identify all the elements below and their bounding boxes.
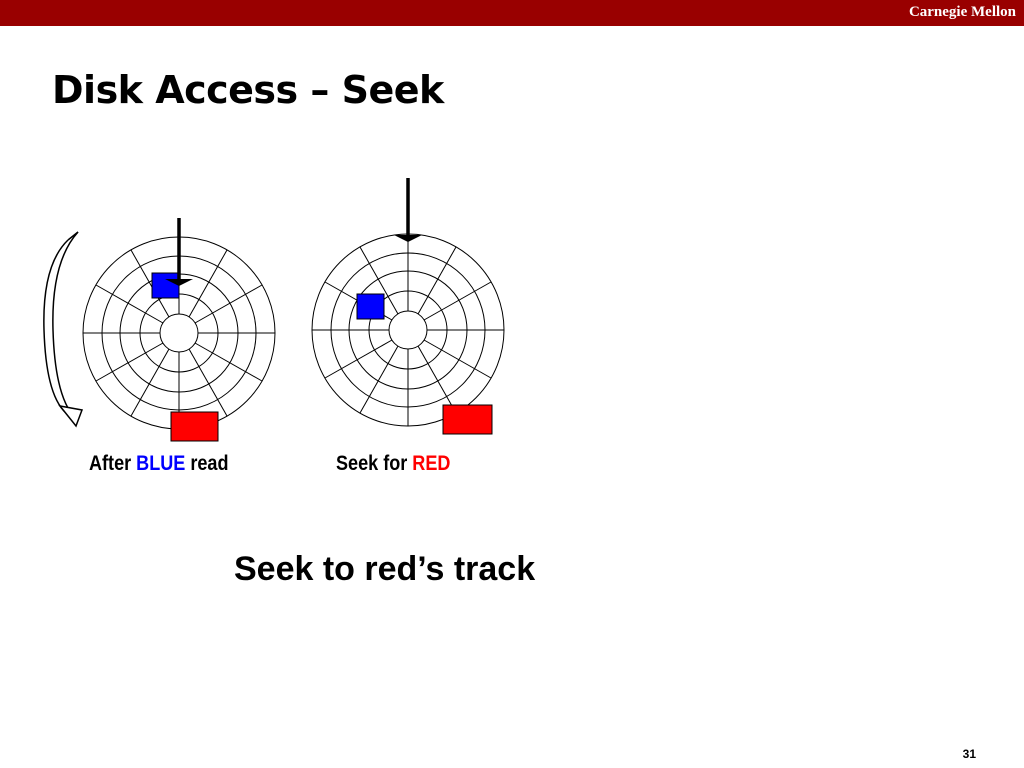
disk-head-left (165, 218, 193, 286)
brand-label: Carnegie Mellon (908, 4, 1016, 20)
rotation-arrow (43, 231, 84, 428)
caption-prefix: After (89, 452, 137, 475)
caption-highlight-red: RED (412, 452, 451, 475)
header-bar: Carnegie Mellon (0, 0, 1024, 26)
caption-seek-for-red: Seek for RED (336, 452, 450, 476)
disk-platter-left (82, 218, 276, 442)
blue-sector (151, 272, 180, 299)
disk-platter-right (311, 178, 505, 435)
caption-prefix: Seek for (336, 452, 413, 475)
blue-sector (356, 293, 385, 320)
slide-title: Disk Access – Seek (52, 68, 444, 112)
disk-head-right (394, 178, 422, 242)
red-sector (442, 404, 493, 435)
caption-after-blue-read: After BLUE read (89, 452, 229, 476)
caption-suffix: read (185, 452, 229, 475)
red-sector (170, 411, 219, 442)
page-number: 31 (962, 747, 976, 761)
caption-highlight-blue: BLUE (136, 452, 186, 475)
slide-subtitle: Seek to red’s track (234, 550, 536, 588)
